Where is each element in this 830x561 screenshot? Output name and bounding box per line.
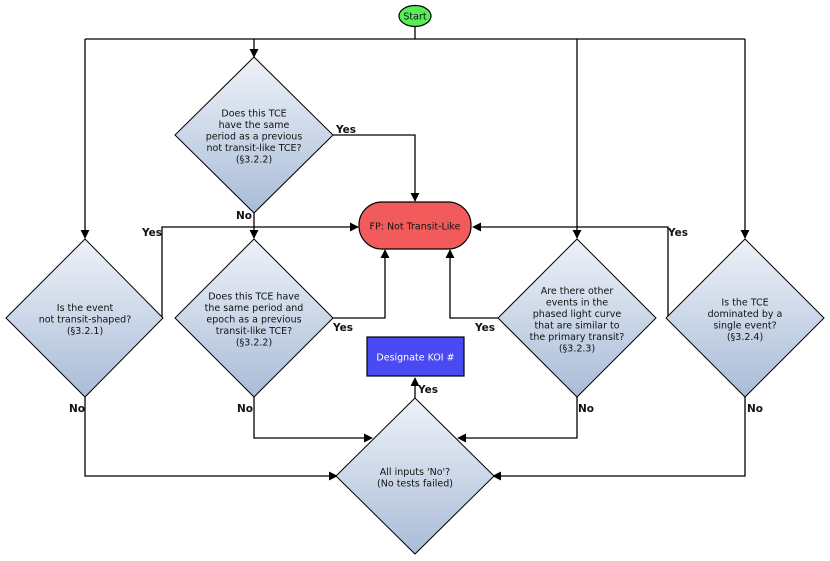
- node-text-line: All inputs 'No'?: [380, 467, 450, 478]
- label-yes-same-period-not-transit: Yes: [335, 124, 356, 136]
- label-yes-all-no: Yes: [417, 384, 438, 396]
- edge-not-transit-shaped-no: [84, 397, 338, 481]
- diamond-shape: [335, 397, 495, 555]
- label-yes-not-transit-shaped: Yes: [141, 227, 162, 239]
- diamond-shape: [665, 238, 825, 398]
- diamond-shape: [174, 238, 334, 398]
- node-text-line: transit-like TCE?: [216, 326, 292, 337]
- label-yes-other-events: Yes: [474, 322, 495, 334]
- node-text-line: Is the event: [57, 303, 114, 314]
- edge-single-event-no: [492, 397, 746, 481]
- node-text-line: (§3.2.2): [236, 155, 272, 166]
- node-text-line: (§3.2.4): [727, 332, 763, 343]
- edge-same-period-epoch-no: [253, 397, 373, 443]
- node-text-line: Does this TCE have: [208, 292, 300, 303]
- label-no-other-events: No: [578, 403, 594, 415]
- node-text-line: epoch as a previous: [206, 315, 301, 326]
- koi-text: Designate KOI #: [376, 353, 454, 364]
- node-text-line: that are similar to: [534, 320, 619, 331]
- edge-single-event-yes: [472, 222, 669, 318]
- diamond-shape: [174, 56, 334, 214]
- label-no-same-period-epoch: No: [237, 403, 253, 415]
- node-text-line: the same period and: [205, 303, 304, 314]
- edge-same-period-not-transit-yes: [333, 134, 420, 202]
- node-text-line: single event?: [713, 320, 776, 331]
- node-text-line: (§3.2.1): [67, 326, 103, 337]
- label-no-not-transit-shaped: No: [69, 403, 85, 415]
- node-text-line: events in the: [546, 297, 608, 308]
- fp-not-transit-like-node: FP: Not Transit-Like: [358, 201, 472, 250]
- node-text-line: Designate KOI #: [376, 353, 454, 364]
- label-yes-single-event: Yes: [667, 227, 688, 239]
- node-text-line: the primary transit?: [530, 332, 625, 343]
- edges: [80, 27, 750, 481]
- node-text-line: Are there other: [541, 286, 614, 297]
- node-text-line: have the same: [219, 120, 290, 131]
- start-node: Start: [398, 4, 432, 28]
- edge-other-events-no: [457, 397, 578, 443]
- node-text-line: not transit-like TCE?: [206, 143, 301, 154]
- edge-other-events-yes: [445, 249, 498, 319]
- nodes: Start FP: Not Transit-Like Designate KOI…: [5, 4, 825, 555]
- edge-labels: Yes No Yes Yes Yes Yes No No No No Yes: [69, 124, 763, 415]
- node-text-line: Does this TCE: [221, 109, 286, 120]
- node-text-line: (§3.2.3): [559, 343, 595, 354]
- node-text-line: (No tests failed): [377, 478, 453, 489]
- label-no-same-period-not-transit: No: [236, 210, 252, 222]
- node-text-line: (§3.2.2): [236, 338, 272, 349]
- diamond-shape: [497, 238, 657, 398]
- label-yes-same-period-epoch: Yes: [332, 322, 353, 334]
- start-shape: [398, 4, 432, 28]
- node-text-line: not transit-shaped?: [39, 315, 132, 326]
- edge-not-transit-shaped-yes: [161, 222, 359, 318]
- start-text: Start: [403, 12, 426, 23]
- koi-shape: [366, 336, 465, 377]
- designate-koi-node: Designate KOI #: [366, 336, 465, 377]
- node-text-line: FP: Not Transit-Like: [370, 222, 461, 233]
- node-text-line: Start: [403, 12, 426, 23]
- node-text-line: period as a previous: [206, 132, 303, 143]
- decision-text: All inputs 'No'?(No tests failed): [377, 467, 453, 490]
- node-text-line: phased light curve: [533, 309, 622, 320]
- decision-all-inputs-no: All inputs 'No'?(No tests failed): [335, 397, 495, 555]
- fp-shape: [358, 201, 472, 250]
- label-no-single-event: No: [747, 403, 763, 415]
- fp-text: FP: Not Transit-Like: [370, 222, 461, 233]
- node-text-line: Is the TCE: [721, 297, 768, 308]
- node-text-line: dominated by a: [708, 309, 783, 320]
- edge-same-period-epoch-yes: [333, 249, 390, 319]
- diamond-shape: [5, 238, 164, 398]
